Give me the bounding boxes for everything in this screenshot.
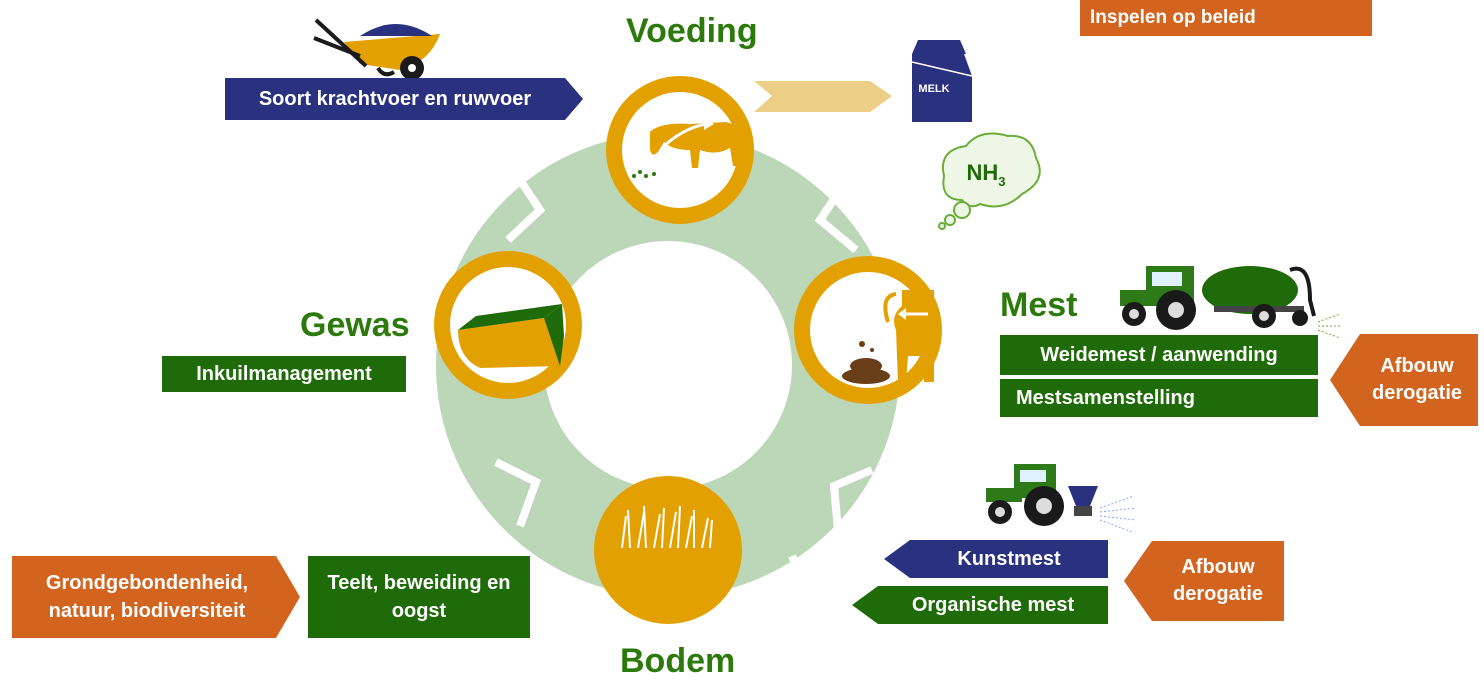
cow-manure-icon xyxy=(842,290,934,384)
bodem-node xyxy=(594,476,742,624)
node-title-bodem: Bodem xyxy=(620,642,736,680)
voeding-node xyxy=(606,76,754,224)
grass-icon xyxy=(621,505,713,549)
label-organische-mest: Organische mest xyxy=(852,586,1108,624)
label-afbouw-derogatie-2: Afbouw derogatie xyxy=(1124,541,1284,621)
label-inkuilmanagement: Inkuilmanagement xyxy=(162,356,406,392)
node-title-gewas: Gewas xyxy=(300,306,410,344)
ring-chevrons xyxy=(494,165,874,598)
nh3-cloud-icon: NH3 xyxy=(938,132,1041,230)
label-mestsamenstelling: Mestsamenstelling xyxy=(1000,379,1318,417)
label-weidemest: Weidemest / aanwending xyxy=(1000,335,1318,375)
nh3-main: NH xyxy=(966,160,998,185)
tractor-tank-icon xyxy=(1120,266,1342,339)
cow-eating-icon xyxy=(632,118,740,178)
label-teelt-beweiding: Teelt, beweiding en oogst xyxy=(308,556,530,638)
tractor-spreader-icon xyxy=(986,464,1137,533)
gewas-node xyxy=(434,251,582,399)
mest-node xyxy=(794,256,942,404)
nh3-sub: 3 xyxy=(998,174,1005,189)
node-title-mest: Mest xyxy=(1000,286,1078,324)
milk-arrow xyxy=(754,81,892,112)
silage-icon xyxy=(458,304,564,368)
node-title-voeding: Voeding xyxy=(626,12,758,50)
label-inspelen-beleid: Inspelen op beleid xyxy=(1080,0,1372,36)
label-kunstmest: Kunstmest xyxy=(884,540,1108,578)
milk-carton-icon: MELK xyxy=(911,40,973,122)
svg-text:NH3: NH3 xyxy=(966,160,1005,189)
wheelbarrow-icon xyxy=(313,18,440,80)
label-soort-krachtvoer: Soort krachtvoer en ruwvoer xyxy=(225,78,583,120)
label-afbouw-derogatie-1: Afbouw derogatie xyxy=(1330,334,1478,426)
label-grondgebondenheid: Grondgebondenheid, natuur, biodiversitei… xyxy=(12,556,300,638)
milk-label: MELK xyxy=(918,83,949,95)
